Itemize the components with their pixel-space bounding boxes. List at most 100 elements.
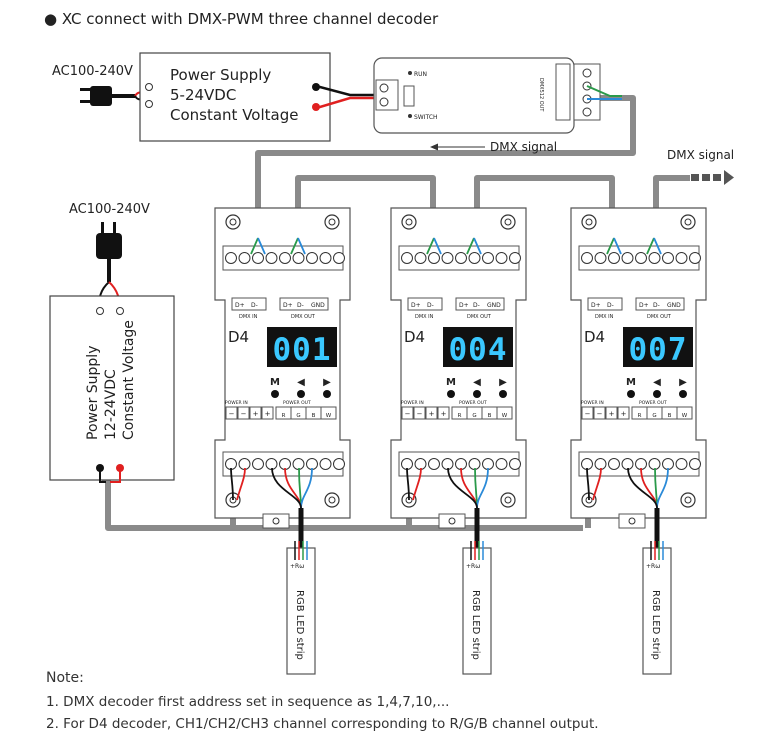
left-power-plug — [96, 222, 122, 282]
button-label: ◀ — [473, 377, 481, 388]
power-wire-pos — [412, 467, 422, 501]
power-in-pin-label: − — [241, 410, 247, 418]
power-out-channel: G — [472, 413, 476, 419]
button-label: ▶ — [679, 377, 687, 388]
terminal-screw — [608, 458, 620, 470]
terminal-screw — [468, 458, 481, 470]
power-out-channel: G — [652, 413, 656, 419]
address-value: 007 — [629, 332, 688, 368]
power-in-pin — [617, 406, 630, 420]
mount-hole-inner — [684, 218, 692, 226]
terminal-screw — [468, 252, 481, 264]
top-ac-label: AC100-240V — [52, 64, 133, 79]
power-in-pin-label: + — [609, 410, 615, 418]
power-in-pin-label: − — [405, 410, 411, 418]
notes-title: Note: — [46, 670, 84, 686]
control-button — [447, 390, 455, 398]
left-psu-line-2: 12-24VDC — [103, 369, 119, 440]
led-strip — [462, 547, 492, 675]
dmx-in-dminus: D- — [607, 302, 614, 309]
power-in-pin — [401, 406, 414, 420]
address-value: 001 — [273, 332, 332, 368]
terminal-screw — [581, 458, 593, 470]
strip-label: RGB LED strip — [294, 590, 305, 660]
terminal-screw — [648, 252, 661, 264]
note-item-2: 2. For D4 decoder, CH1/CH2/CH3 channel c… — [46, 716, 599, 732]
button-label: M — [270, 377, 280, 388]
terminal-screw — [648, 458, 661, 470]
power-in-pin-label: + — [253, 410, 259, 418]
decoder-model: D4 — [404, 328, 425, 346]
power-out-channel: R — [638, 413, 642, 419]
dmx-in-dplus: D+ — [411, 302, 421, 309]
top-power-supply: Power Supply 5-24VDC Constant Voltage — [139, 52, 331, 142]
terminal-screw — [414, 252, 427, 264]
dmx-wire — [297, 237, 306, 255]
control-button — [323, 390, 331, 398]
power-out-channel: B — [312, 413, 316, 419]
terminal-screw — [319, 252, 332, 264]
mount-hole-inner — [684, 496, 692, 504]
control-button — [653, 390, 661, 398]
power-out-channel: W — [502, 413, 508, 419]
top-power-plug — [80, 86, 135, 106]
strip-pins: +Rω — [290, 563, 304, 570]
dmx-out-gnd: GND — [667, 302, 681, 309]
dmx-out-gnd: GND — [311, 302, 325, 309]
terminal-screw — [319, 458, 332, 470]
control-button — [499, 390, 507, 398]
terminal-screw — [292, 252, 305, 264]
terminal-screw — [401, 458, 413, 470]
terminal-screw — [495, 458, 508, 470]
terminal-screw — [455, 458, 467, 470]
strip-pins: +Rω — [646, 563, 660, 570]
terminal-screw — [292, 458, 305, 470]
power-in-label: POWER IN — [401, 400, 424, 406]
mount-hole-inner — [229, 218, 237, 226]
power-in-pin-label: + — [621, 410, 627, 418]
power-in-pin-label: + — [265, 410, 271, 418]
control-button — [679, 390, 687, 398]
power-wire-pos — [592, 467, 602, 501]
terminal-screw — [675, 458, 688, 470]
button-label: ▶ — [499, 377, 507, 388]
dmx-signal-return: DMX signal — [430, 140, 557, 154]
terminal-screw — [414, 458, 427, 470]
note-item-1: 1. DMX decoder first address set in sequ… — [46, 694, 450, 710]
power-in-pin — [413, 406, 426, 420]
dmx-out-gnd: GND — [487, 302, 501, 309]
dmx-in-pins — [407, 297, 443, 311]
dmx-in-dplus: D+ — [235, 302, 245, 309]
mount-hole-inner — [504, 496, 512, 504]
terminal-screw — [252, 252, 264, 264]
power-in-pin — [593, 406, 606, 420]
power-out-channel: B — [668, 413, 672, 419]
dmx-wire — [613, 237, 622, 255]
notes: Note: 1. DMX decoder first address set i… — [46, 670, 599, 738]
dmx-out-dplus: D+ — [639, 302, 649, 309]
terminal-screw — [265, 458, 278, 470]
dmx-signal-return-label: DMX signal — [490, 140, 557, 154]
power-in-pin-label: − — [585, 410, 591, 418]
dmx-out-dminus: D- — [473, 302, 480, 309]
dmx-in-dminus: D- — [427, 302, 434, 309]
power-wire-neg — [406, 467, 410, 501]
dmx-in-dplus: D+ — [591, 302, 601, 309]
power-in-pin — [237, 406, 250, 420]
control-button — [627, 390, 635, 398]
dmx-in-label: DMX IN — [415, 314, 434, 320]
dmx-in-dminus: D- — [251, 302, 258, 309]
power-in-pin-label: − — [417, 410, 423, 418]
mount-hole-inner — [405, 218, 413, 226]
power-out-label: POWER OUT — [639, 400, 667, 406]
terminal-screw — [495, 252, 508, 264]
terminal-screw — [279, 458, 291, 470]
dmx-out-dminus: D- — [297, 302, 304, 309]
output-wire — [447, 467, 478, 509]
dmx-out-pins — [635, 297, 685, 311]
power-in-pin-label: − — [597, 410, 603, 418]
dmx-out-pins — [455, 297, 505, 311]
dmx-signal-out-label: DMX signal — [667, 148, 734, 162]
led-strip — [642, 547, 672, 675]
